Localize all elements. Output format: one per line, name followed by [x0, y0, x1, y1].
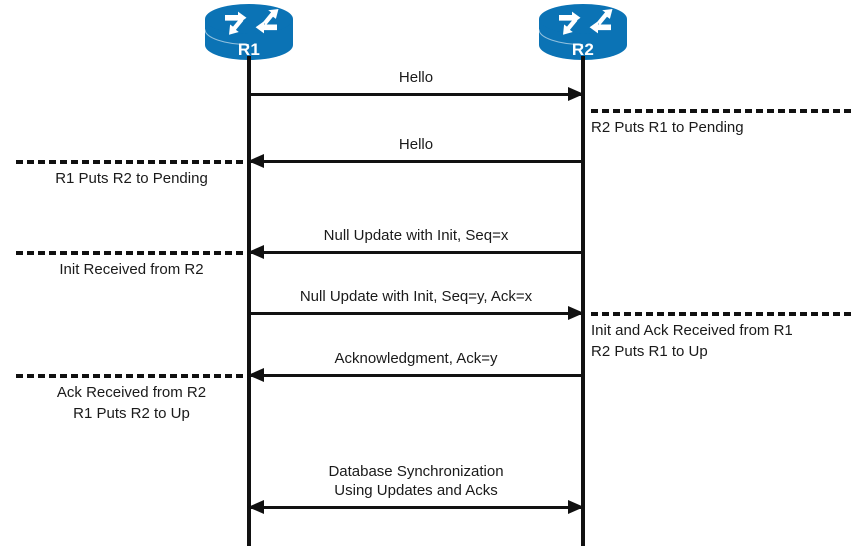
message-label-line: Hello — [398, 69, 434, 86]
arrow-shaft — [249, 251, 583, 254]
message-label: Null Update with Init, Seq=y, Ack=x — [249, 287, 583, 306]
arrow-shaft — [249, 374, 583, 377]
arrowhead-left — [248, 500, 264, 514]
lifeline-r2 — [581, 56, 585, 546]
arrowhead-left — [248, 154, 264, 168]
router-icon — [204, 4, 293, 60]
annotation-text-line: Init and Ack Received from R1 — [591, 322, 793, 339]
router-node-r1: R1 — [203, 3, 295, 61]
message-label: Hello — [249, 135, 583, 154]
annotation-dashed-line — [16, 251, 247, 255]
message-label: Null Update with Init, Seq=x — [249, 226, 583, 245]
annotation-dashed-line — [16, 160, 247, 164]
annotation-text-line: Init Received from R2 — [59, 261, 204, 278]
router-icon — [538, 4, 627, 60]
annotation-text-line: Ack Received from R2 — [56, 384, 207, 401]
annotation-text-line: R2 Puts R1 to Pending — [591, 119, 744, 136]
arrowhead-left — [248, 368, 264, 382]
arrow-shaft — [249, 93, 583, 96]
arrow-shaft — [249, 312, 583, 315]
annotation-text: Ack Received from R2 R1 Puts R2 to Up — [16, 382, 247, 424]
annotation-text-line: R1 Puts R2 to Up — [73, 405, 190, 422]
annotation-dashed-line — [591, 312, 853, 316]
message-label-line: Acknowledgment, Ack=y — [334, 350, 498, 367]
message-label: Hello — [249, 68, 583, 87]
message-label: Acknowledgment, Ack=y — [249, 349, 583, 368]
arrow-shaft — [249, 160, 583, 163]
annotation-text: Init Received from R2 — [16, 259, 247, 280]
arrow-shaft — [249, 506, 583, 509]
annotation-dashed-line — [591, 109, 853, 113]
arrowhead-left — [248, 245, 264, 259]
message-label-line: Hello — [398, 136, 434, 153]
lifeline-r1 — [247, 56, 251, 546]
message-label-line: Null Update with Init, Seq=y, Ack=x — [299, 288, 533, 305]
annotation-dashed-line — [16, 374, 247, 378]
annotation-text-line: R1 Puts R2 to Pending — [55, 170, 208, 187]
message-label-line: Database Synchronization — [328, 463, 504, 480]
annotation-text-line: R2 Puts R1 to Up — [591, 343, 708, 360]
message-label-line: Null Update with Init, Seq=x — [323, 227, 509, 244]
message-label-line: Using Updates and Acks — [334, 482, 498, 499]
arrowhead-right — [568, 306, 584, 320]
annotation-text: R1 Puts R2 to Pending — [16, 168, 247, 189]
annotation-text: Init and Ack Received from R1 R2 Puts R1 … — [591, 320, 853, 362]
arrowhead-right — [568, 87, 584, 101]
router-label: R1 — [237, 40, 261, 59]
annotation-text: R2 Puts R1 to Pending — [591, 117, 853, 138]
arrowhead-right — [568, 500, 584, 514]
router-label: R2 — [571, 40, 595, 59]
router-node-r2: R2 — [537, 3, 629, 61]
